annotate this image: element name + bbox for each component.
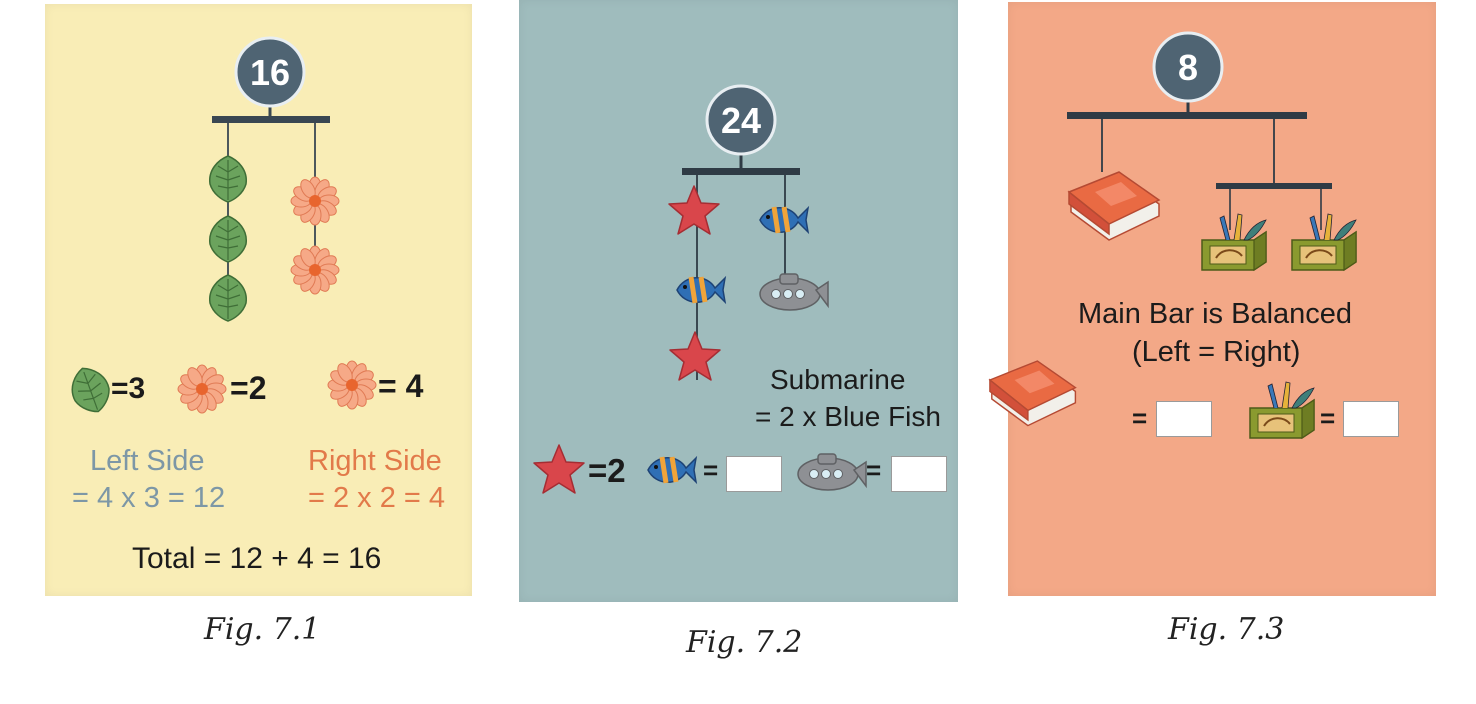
- starfish-icon: [668, 185, 720, 235]
- pencil-box-icon: [1201, 213, 1267, 271]
- fig1-caption: Fig. 7.1: [204, 612, 321, 647]
- fig1-left-side-label: Left Side: [90, 445, 205, 477]
- book-icon: [989, 360, 1077, 427]
- flower-icon: [290, 176, 340, 226]
- fig1-left-side-calc: = 4 x 3 = 12: [72, 482, 226, 514]
- leaf-icon: [208, 155, 248, 203]
- submarine-icon: [797, 453, 867, 491]
- book-icon: [1068, 171, 1160, 241]
- fig2-total-weight: 24: [720, 100, 762, 141]
- fig2-mobile: [533, 146, 867, 494]
- blue-fish-icon: [760, 207, 808, 233]
- fig3-pencil-box-answer-box[interactable]: [1343, 401, 1399, 437]
- fig1-legend-leaf-value: =3: [111, 372, 146, 405]
- fig3-legend-book-eq: =: [1132, 403, 1148, 433]
- fig1-legend-flower-total: = 4: [378, 368, 424, 404]
- fig2-fish-answer-box[interactable]: [726, 456, 782, 492]
- fig1-legend-flower-value: =2: [230, 370, 267, 406]
- fig1-total-text: Total = 12 + 4 = 16: [132, 542, 382, 575]
- leaf-icon: [64, 361, 117, 419]
- fig3-mobile: [989, 96, 1357, 439]
- fig3-book-answer-box[interactable]: [1156, 401, 1212, 437]
- flower-icon: [327, 360, 377, 410]
- starfish-icon: [533, 444, 585, 494]
- fig2-legend-fish-eq: =: [703, 455, 719, 485]
- flower-icon: [290, 245, 340, 295]
- fig3-total-weight: 8: [1177, 47, 1199, 88]
- flower-icon: [177, 364, 227, 414]
- fig3-legend-pencil-box-eq: =: [1320, 403, 1336, 433]
- fig1-right-side-calc: = 2 x 2 = 4: [308, 482, 446, 514]
- submarine-icon: [759, 273, 829, 311]
- pencil-box-icon: [1249, 381, 1315, 439]
- fig1-mobile: [64, 100, 377, 419]
- leaf-icon: [208, 274, 248, 322]
- fig2-legend-sub-eq: =: [866, 455, 882, 485]
- fig1-total-weight: 16: [249, 52, 291, 93]
- fig3-note-line1: Main Bar is Balanced: [1078, 298, 1353, 330]
- fig2-note-line1: Submarine: [770, 364, 906, 395]
- fig2-legend-starfish-value: =2: [588, 452, 626, 489]
- fig3-note-line2: (Left = Right): [1132, 336, 1301, 368]
- fig2-caption: Fig. 7.2: [686, 625, 803, 660]
- starfish-icon: [669, 331, 721, 381]
- fig3-caption: Fig. 7.3: [1168, 612, 1285, 647]
- fig1-right-side-label: Right Side: [308, 445, 442, 477]
- blue-fish-icon: [677, 277, 725, 303]
- leaf-icon: [208, 215, 248, 263]
- fig2-note-line2: = 2 x Blue Fish: [755, 401, 941, 432]
- pencil-box-icon: [1291, 213, 1357, 271]
- weight-circles: [234, 31, 1224, 156]
- fig2-submarine-answer-box[interactable]: [891, 456, 947, 492]
- blue-fish-icon: [648, 457, 696, 483]
